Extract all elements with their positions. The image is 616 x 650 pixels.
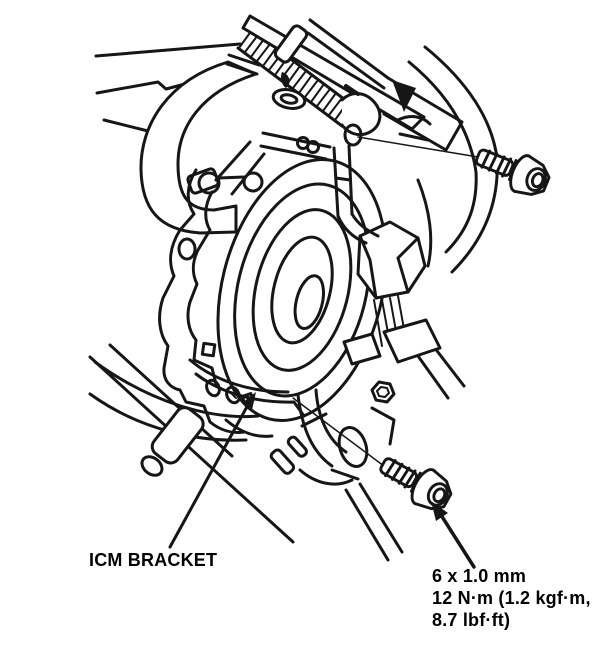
icm-bracket-label: ICM BRACKET [89,550,218,570]
icm-bracket-part [158,144,404,562]
wiring-connector [336,212,442,404]
bolt-spec-torque-line1: 12 N·m (1.2 kgf·m, [432,588,591,608]
leader-line-upper-bolt [357,136,479,158]
shadow-wedge [281,72,290,88]
bolt-spec-size: 6 x 1.0 mm [432,566,527,586]
bolt-spec-label: 6 x 1.0 mm 12 N·m (1.2 kgf·m, 8.7 lbf·ft… [432,565,591,631]
mount-eye [271,88,307,110]
distributor-housing [216,158,388,422]
icm-bracket-arrow [168,392,256,549]
hose-clamp [273,24,309,64]
torque-spec-arrow [431,501,476,569]
flange-bolt-upper [469,136,556,204]
lower-hoses [88,343,295,544]
flange-bolt-lower [372,445,459,519]
bolt-spec-torque-line2: 8.7 lbf·ft) [432,610,511,630]
leader-line-lower-bolt [292,397,385,467]
